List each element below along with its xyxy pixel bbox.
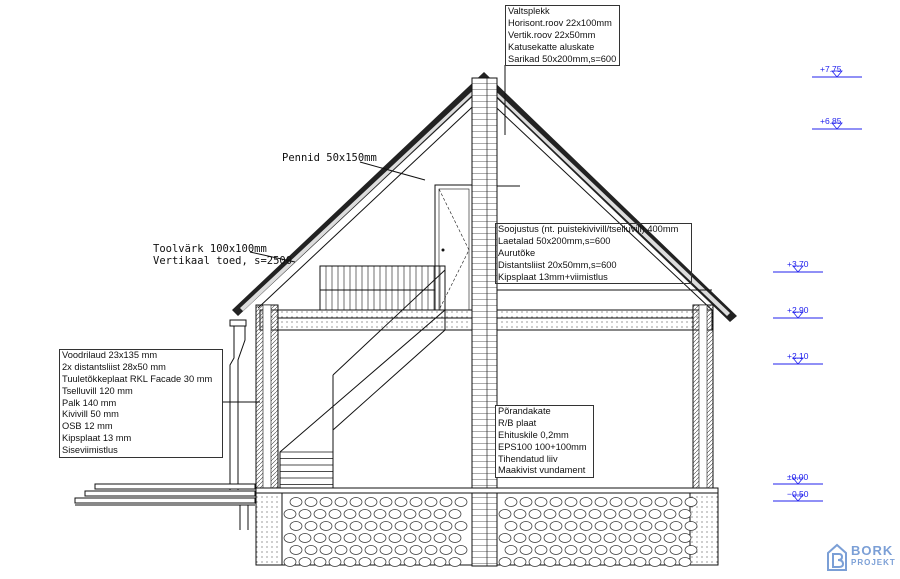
note-line: Aurutõke bbox=[498, 247, 536, 258]
note-line: Maakivist vundament bbox=[498, 465, 586, 476]
level-triangle-icon bbox=[792, 265, 804, 273]
house-logo-icon bbox=[827, 543, 847, 571]
downpipe bbox=[229, 319, 247, 490]
note-line: Ehituskile 0,2mm bbox=[498, 429, 569, 440]
note-line: Kivivill 50 mm bbox=[62, 409, 119, 420]
note-line: Voodrilaud 23x135 mm bbox=[62, 350, 158, 360]
level-triangle-icon bbox=[792, 357, 804, 365]
level-label: +2.10 bbox=[787, 351, 809, 361]
attic-floor bbox=[259, 309, 713, 331]
logo-text: BORK bbox=[851, 543, 894, 558]
note-line: R/B plaat bbox=[498, 417, 537, 428]
note-line: Sarikad 50x200mm,s=600 bbox=[508, 53, 617, 64]
bork-projekt-logo: BORK PROJEKT bbox=[826, 541, 898, 573]
level-triangle-icon bbox=[792, 311, 804, 319]
note-line: OSB 12 mm bbox=[62, 421, 113, 432]
staircase bbox=[279, 269, 446, 491]
note-line: Tselluvill 120 mm bbox=[62, 385, 133, 396]
level-label: −0.50 bbox=[787, 489, 809, 499]
roof bbox=[232, 72, 737, 322]
note-line: Soojustus (nt. puistekivivill/tselluvill… bbox=[498, 224, 679, 234]
note-line: Vertik.roov 22x50mm bbox=[508, 29, 596, 40]
note-line: Horisont.roov 22x100mm bbox=[508, 17, 612, 28]
leader-lines bbox=[222, 65, 506, 403]
level-triangle-icon bbox=[792, 477, 804, 485]
frame-label-2: Vertikaal toed, s=2500 bbox=[153, 255, 293, 267]
note-line: Tihendatud liiv bbox=[498, 453, 558, 464]
note-line: Valtsplekk bbox=[508, 6, 550, 16]
attic-railing bbox=[319, 265, 446, 311]
level-triangle-icon bbox=[831, 122, 843, 130]
note-line: Tuuletõkkeplaat RKL Facade 30 mm bbox=[62, 373, 213, 384]
attic-door bbox=[434, 184, 473, 311]
chimney bbox=[471, 77, 498, 567]
floor-slab bbox=[255, 487, 719, 494]
note-line: Katusekatte aluskate bbox=[508, 41, 595, 52]
level-triangle-icon bbox=[792, 494, 804, 502]
note-line: Põrandakate bbox=[498, 406, 551, 416]
level-label: +7.75 bbox=[820, 64, 842, 74]
note-line: 2x distantsliist 28x50 mm bbox=[62, 361, 166, 372]
note-line: Laetalad 50x200mm,s=600 bbox=[498, 235, 611, 246]
logo-subtext: PROJEKT bbox=[851, 558, 896, 567]
frame-label: Toolvärk 100x100mm bbox=[153, 243, 267, 255]
level-label: +2.90 bbox=[787, 305, 809, 315]
rafters-label: Pennid 50x150mm bbox=[282, 152, 377, 164]
walls bbox=[255, 304, 714, 491]
foundation bbox=[255, 492, 719, 567]
roof-build-up-note: Valtsplekk Horisont.roov 22x100mm Vertik… bbox=[505, 5, 621, 67]
note-line: Distantsliist 20x50mm,s=600 bbox=[498, 259, 617, 270]
level-markers bbox=[773, 70, 862, 502]
level-label: +6.85 bbox=[820, 116, 842, 126]
note-line: Kipsplaat 13mm+viimistlus bbox=[498, 271, 608, 282]
terrace bbox=[74, 483, 256, 530]
ceiling-build-up-note: Soojustus (nt. puistekivivill/tselluvill… bbox=[495, 223, 692, 285]
note-line: Kipsplaat 13 mm bbox=[62, 433, 132, 444]
floor-build-up-note: Põrandakate R/B plaat Ehituskile 0,2mm E… bbox=[495, 405, 594, 479]
level-label: +3.70 bbox=[787, 259, 809, 269]
level-label: ±0.00 bbox=[787, 472, 809, 482]
note-line: Siseviimistlus bbox=[62, 445, 118, 456]
wall-build-up-note: Voodrilaud 23x135 mm 2x distantsliist 28… bbox=[59, 349, 223, 459]
note-line: EPS100 100+100mm bbox=[498, 441, 587, 452]
level-triangle-icon bbox=[831, 70, 843, 78]
note-line: Palk 140 mm bbox=[62, 397, 117, 408]
